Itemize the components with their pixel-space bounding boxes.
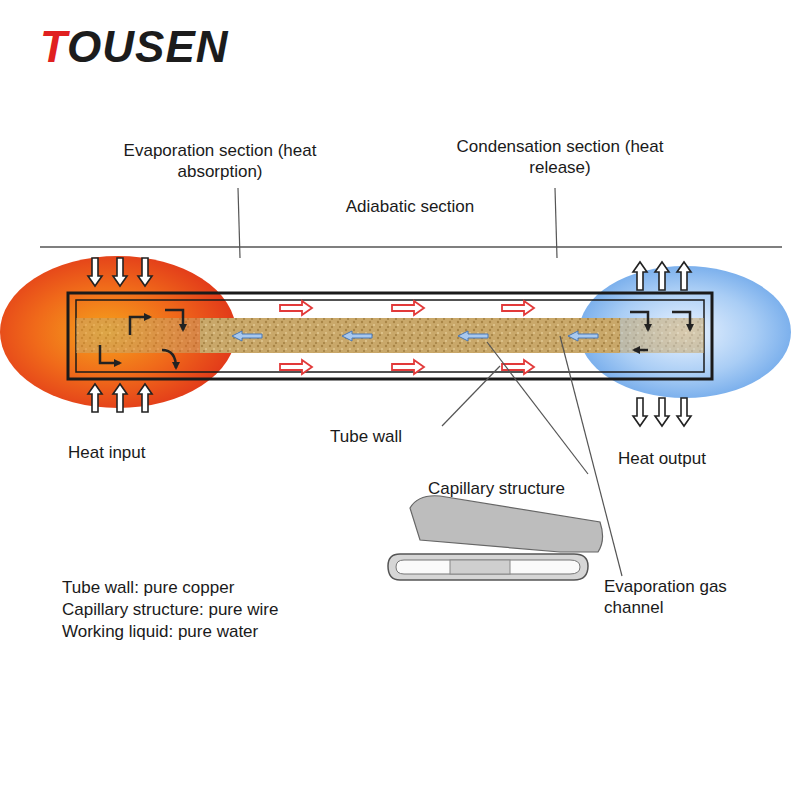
callout-label: Tube wall [330, 426, 450, 447]
section-label: Condensation section (heat release) [455, 136, 665, 178]
liquid-flow-arrows [232, 331, 598, 341]
tube-wall [68, 293, 712, 379]
note: Capillary structure: pure wire [62, 599, 362, 620]
callout-label: Capillary structure [428, 478, 628, 499]
leader-line [238, 188, 240, 258]
label: Heat input [68, 442, 208, 463]
section-label: Evaporation section (heat absorption) [120, 140, 320, 182]
callout-label: Evaporation gas channel [604, 576, 754, 618]
capillary-core [450, 560, 510, 574]
capillary-wick [620, 318, 704, 353]
capillary-wick [76, 318, 200, 353]
capillary-wick [200, 318, 620, 353]
tube-inner-wall [76, 300, 704, 372]
label: Heat output [618, 448, 758, 469]
pipe-cross-section [388, 554, 588, 580]
brand-logo: TOUSEN [40, 22, 280, 72]
section-rule [40, 246, 782, 248]
circulation-arrows [100, 310, 690, 368]
section-label: Adiabatic section [320, 196, 500, 217]
heat-input-arrows [88, 258, 152, 412]
leader-line [487, 342, 588, 474]
heat-output-arrows [633, 262, 691, 426]
note: Working liquid: pure water [62, 621, 362, 642]
leader-line [442, 366, 500, 426]
leader-line [555, 188, 557, 258]
vapor-flow-arrows [280, 301, 534, 374]
note: Tube wall: pure copper [62, 577, 362, 598]
gas-channel [396, 560, 580, 574]
flattened-pipe [410, 496, 603, 552]
